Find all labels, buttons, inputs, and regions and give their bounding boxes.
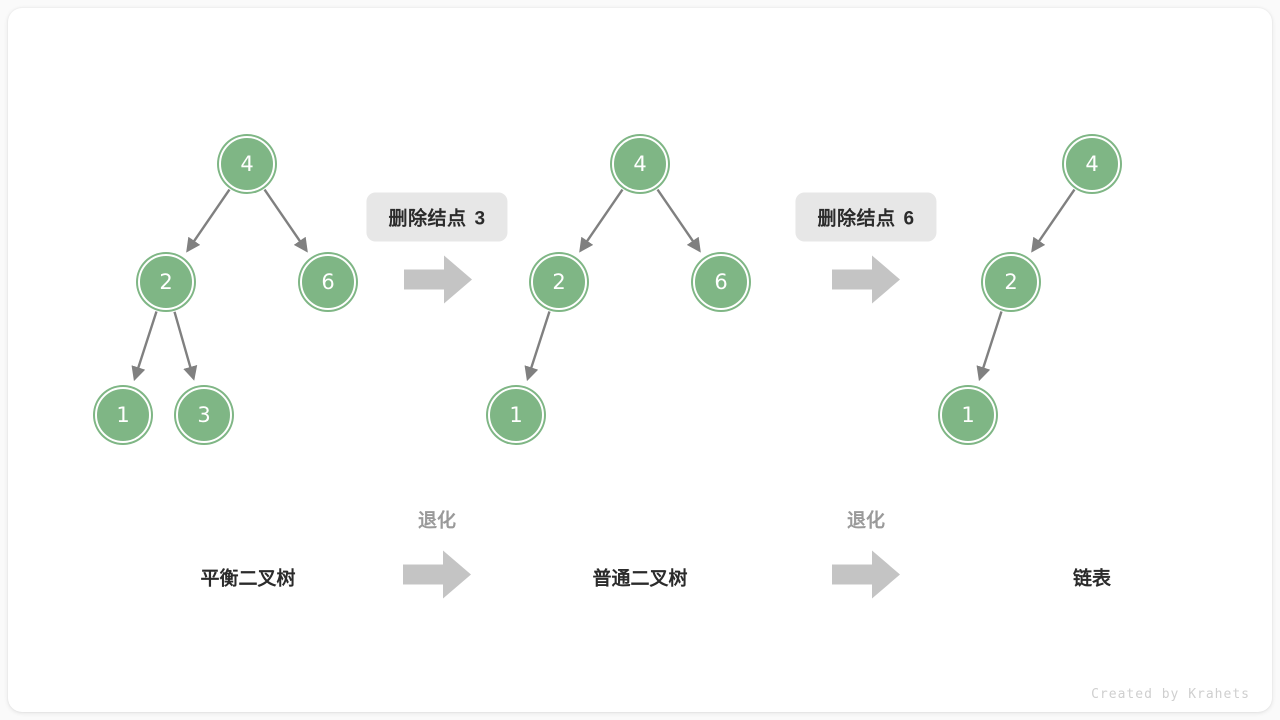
flow-word-degenerate-1: 退化 (417, 510, 457, 532)
operation-label-value: 3 (474, 208, 486, 230)
tree-edge (1031, 188, 1076, 253)
operation-label-text: 删除结点 (388, 208, 467, 230)
tree-node-2[interactable]: 2 (531, 254, 587, 310)
operation-block-arrow-delete-node-3 (402, 253, 474, 312)
tree-edges-layer (131, 188, 1076, 382)
tree-edge (263, 188, 308, 253)
tree-node-4[interactable]: 4 (612, 136, 668, 192)
stage-name-ordinary-binary-tree: 普通二叉树 (592, 568, 688, 590)
tree-node-1[interactable]: 1 (488, 387, 544, 443)
operation-block-arrow-delete-node-6 (830, 253, 902, 312)
flow-block-arrow-degenerate-2 (830, 548, 902, 607)
tree-node-2[interactable]: 2 (138, 254, 194, 310)
flow-block-arrow-degenerate-1 (401, 548, 473, 607)
tree-node-2[interactable]: 2 (983, 254, 1039, 310)
tree-edge (579, 188, 624, 253)
operation-label-delete-node-3: 删除结点 3 (366, 192, 508, 242)
tree-edge (524, 311, 551, 382)
operation-label-delete-node-6: 删除结点 6 (795, 192, 937, 242)
flow-word-degenerate-2: 退化 (846, 510, 886, 532)
tree-edge (173, 311, 198, 381)
tree-node-4[interactable]: 4 (219, 136, 275, 192)
tree-edge (186, 188, 231, 253)
stage-name-balanced-binary-tree: 平衡二叉树 (200, 568, 296, 590)
tree-node-6[interactable]: 6 (693, 254, 749, 310)
tree-node-4[interactable]: 4 (1064, 136, 1120, 192)
tree-edge (656, 188, 701, 253)
operation-label-text: 删除结点 (817, 208, 896, 230)
tree-edge (131, 311, 158, 382)
tree-node-6[interactable]: 6 (300, 254, 356, 310)
tree-node-1[interactable]: 1 (940, 387, 996, 443)
stage-name-linked-list: 链表 (1072, 568, 1112, 590)
tree-node-1[interactable]: 1 (95, 387, 151, 443)
operation-label-value: 6 (903, 208, 915, 230)
credit-watermark: Created by Krahets (1091, 687, 1250, 702)
tree-edge (976, 311, 1003, 382)
tree-node-3[interactable]: 3 (176, 387, 232, 443)
